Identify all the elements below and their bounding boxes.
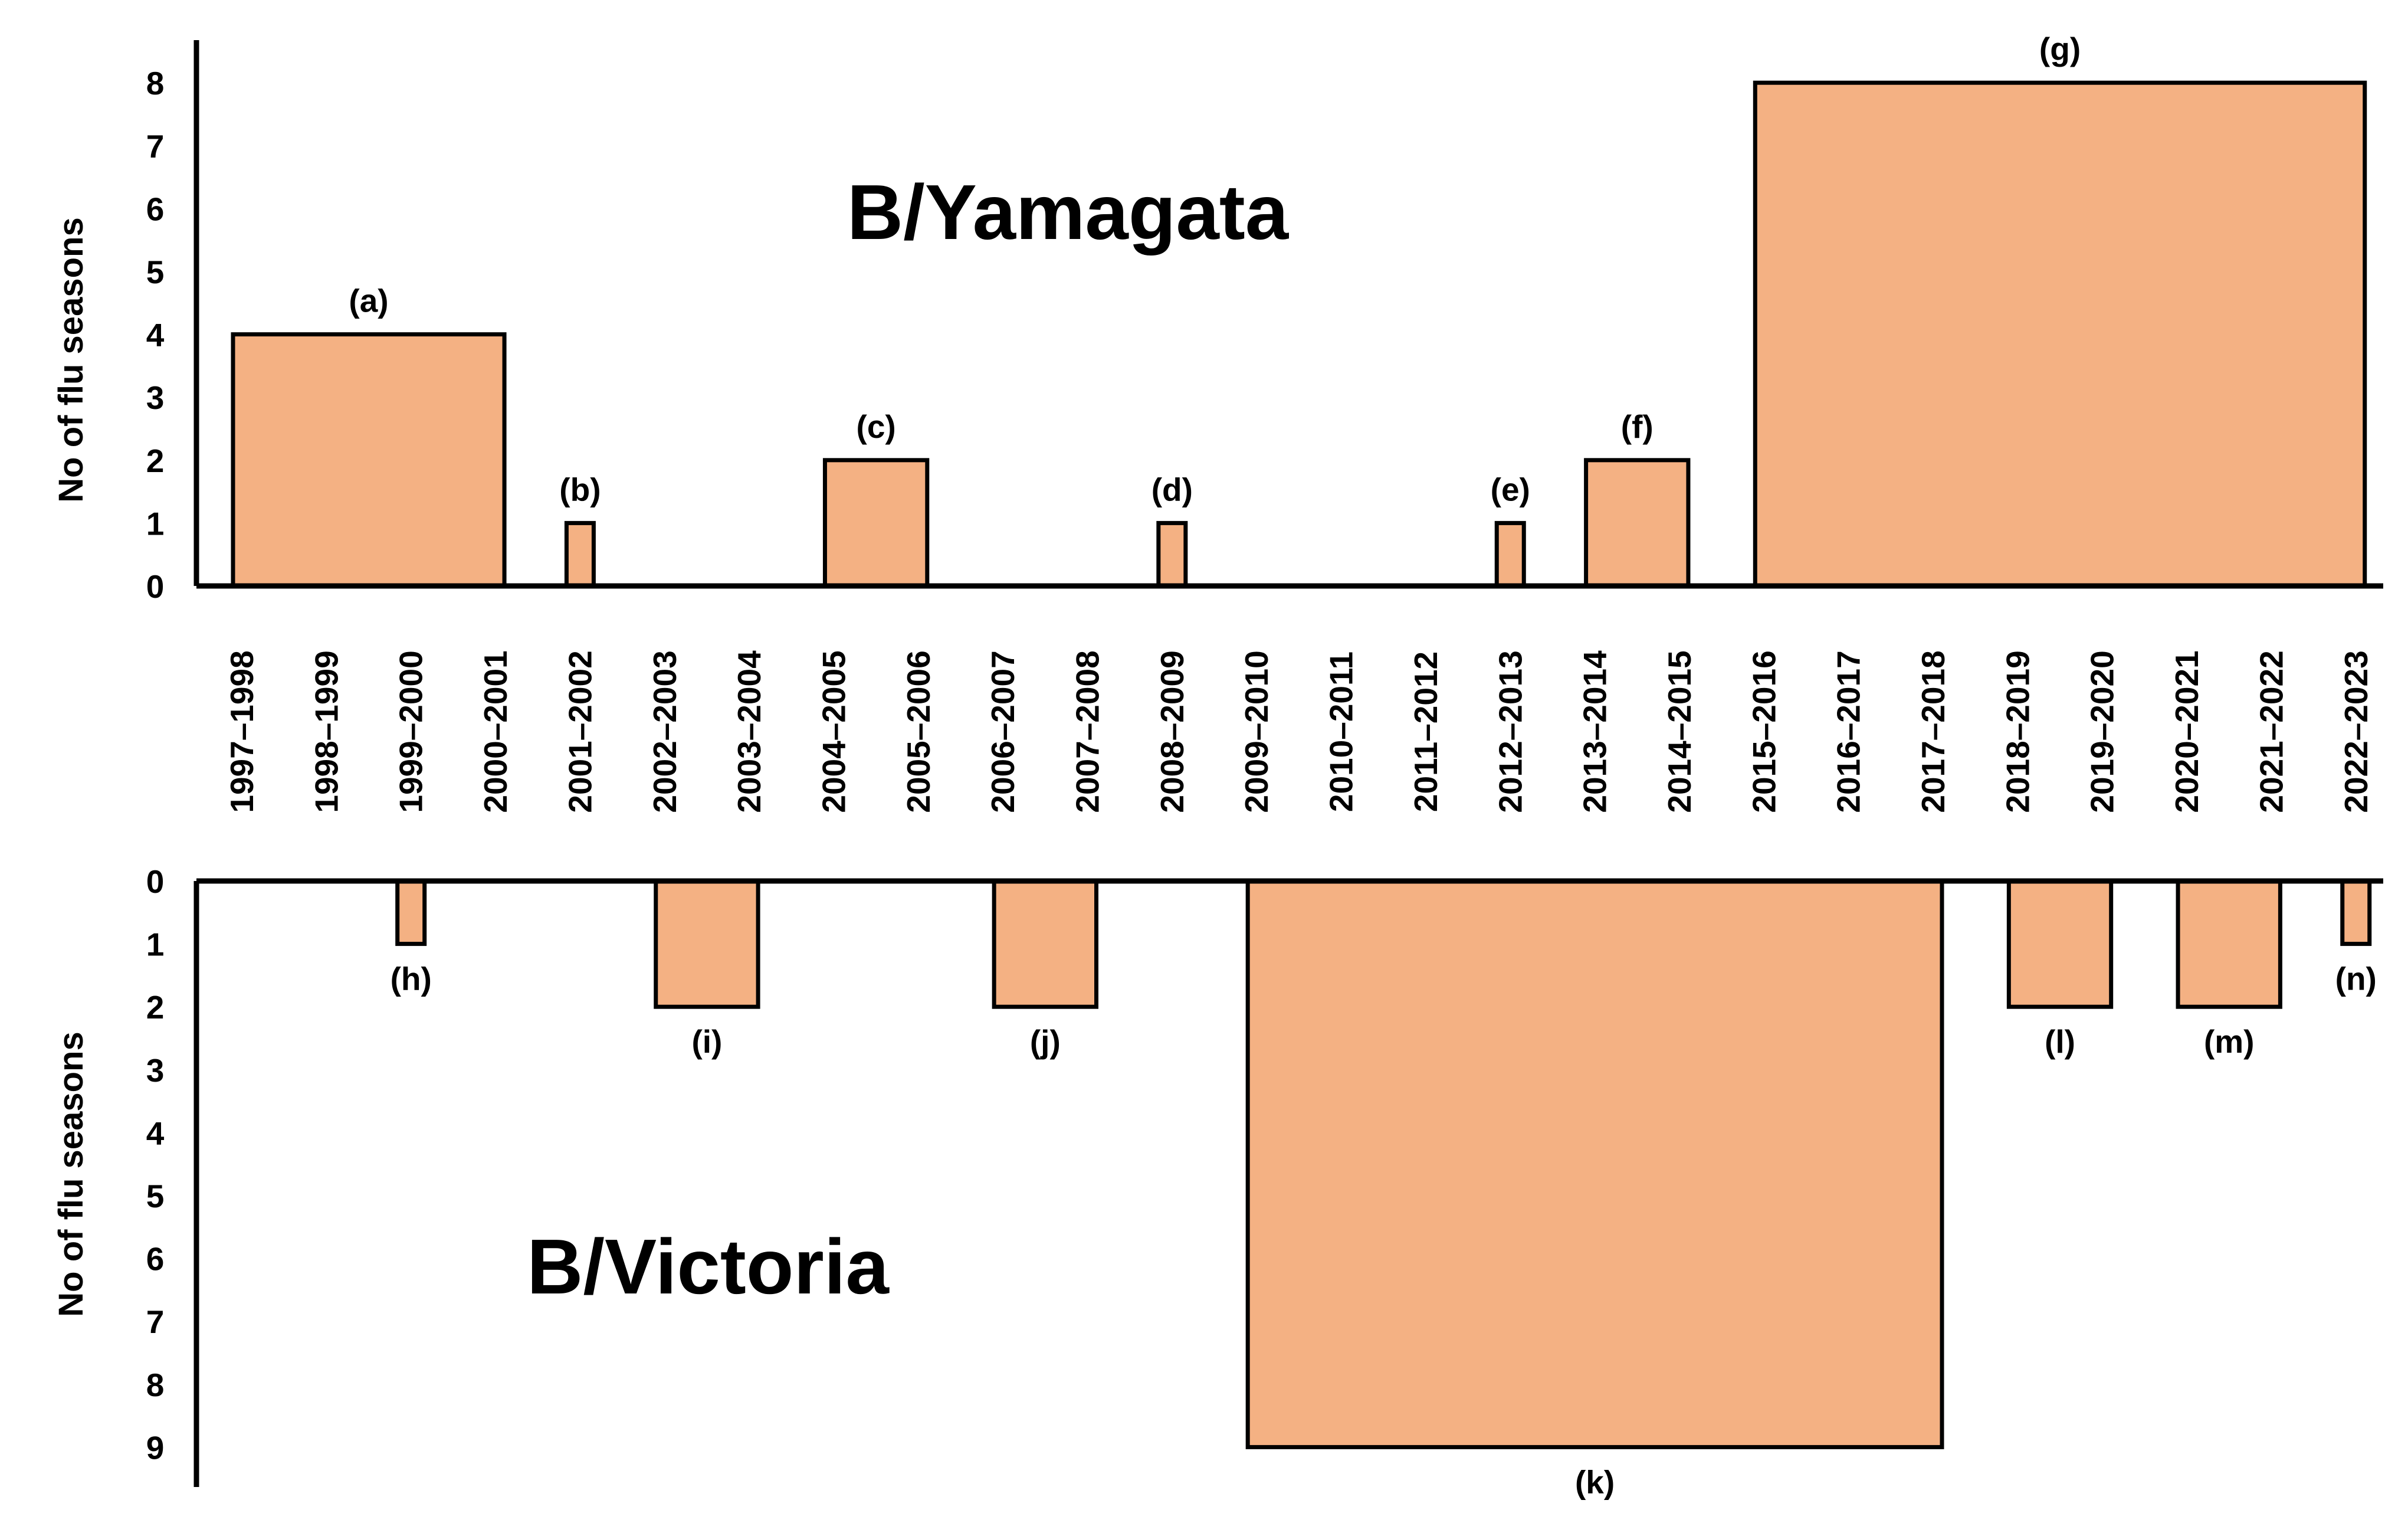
victoria-y-tick-label: 0 [146, 863, 165, 900]
season-label: 2019–2020 [2084, 650, 2121, 813]
season-label: 2015–2016 [1746, 650, 1782, 813]
season-label: 2009–2010 [1238, 650, 1275, 813]
yamagata-bar-label: (c) [857, 408, 896, 445]
victoria-y-tick-label: 2 [146, 989, 165, 1026]
victoria-y-tick-label: 9 [146, 1429, 165, 1466]
yamagata-y-tick-label: 4 [146, 317, 165, 353]
victoria-bars: (h) (i) (j) (k) (l) (m) (n) [391, 879, 2377, 1500]
season-label: 2016–2017 [1830, 650, 1867, 813]
season-label: 2021–2022 [2253, 650, 2289, 813]
season-label: 2002–2003 [647, 650, 683, 813]
yamagata-y-ticks: 0 1 2 3 4 5 6 7 8 [146, 65, 165, 605]
season-label: 2006–2007 [985, 650, 1021, 813]
yamagata-y-tick-label: 2 [146, 443, 165, 479]
victoria-y-ticks: 0 1 2 3 4 5 6 7 8 9 [146, 863, 165, 1466]
victoria-y-tick-label: 1 [146, 926, 165, 963]
season-label: 2022–2023 [2338, 650, 2374, 813]
victoria-bar-label: (k) [1575, 1463, 1615, 1500]
victoria-bar [2006, 879, 2114, 1009]
yamagata-panel: B/Yamagata No of flu seasons (a) (b) (c) (d… [52, 31, 2383, 605]
victoria-y-tick-label: 6 [146, 1241, 165, 1278]
yamagata-y-tick-label: 7 [146, 128, 165, 165]
yamagata-bars: (a) (b) (c) (d) (e) (f) (g) [231, 31, 2367, 588]
victoria-y-tick-label: 7 [146, 1303, 165, 1340]
yamagata-bar-label: (g) [2039, 31, 2081, 67]
season-label: 2001–2002 [562, 650, 598, 813]
season-label: 2005–2006 [900, 650, 937, 813]
season-label: 2020–2021 [2168, 650, 2205, 813]
season-label: 2014–2015 [1661, 650, 1698, 813]
victoria-bar [395, 879, 427, 946]
yamagata-bar-label: (a) [349, 283, 388, 319]
yamagata-y-tick-label: 8 [146, 65, 165, 101]
yamagata-bar [1584, 458, 1691, 588]
victoria-bar [654, 879, 760, 1009]
season-label: 2007–2008 [1070, 650, 1106, 813]
victoria-bar [2340, 879, 2372, 946]
victoria-y-tick-label: 4 [146, 1115, 165, 1151]
victoria-bar-label: (m) [2204, 1023, 2255, 1060]
yamagata-bar-label: (f) [1621, 408, 1654, 445]
yamagata-y-tick-label: 5 [146, 254, 165, 290]
victoria-bar [1245, 879, 1944, 1449]
season-label: 2011–2012 [1408, 651, 1444, 812]
yamagata-y-tick-label: 6 [146, 191, 165, 227]
victoria-bar-label: (n) [2335, 961, 2377, 997]
season-labels: 1997–1998 1998–1999 1999–2000 2000–2001 2001… [224, 650, 2374, 813]
yamagata-bar-label: (b) [559, 471, 601, 507]
season-label: 2012–2013 [1492, 650, 1528, 813]
yamagata-bar [564, 520, 596, 588]
yamagata-y-tick-label: 1 [146, 505, 165, 542]
yamagata-y-tick-label: 3 [146, 379, 165, 416]
season-label: 2000–2001 [477, 650, 514, 813]
victoria-bar [992, 879, 1099, 1009]
season-label: 2010–2011 [1323, 651, 1360, 812]
victoria-bar [2176, 879, 2282, 1009]
victoria-bar-label: (j) [1030, 1023, 1061, 1060]
victoria-bar-label: (i) [691, 1023, 722, 1060]
yamagata-bar-label: (e) [1491, 471, 1530, 507]
victoria-y-tick-label: 8 [146, 1367, 165, 1403]
season-label: 2018–2019 [1999, 650, 2036, 813]
yamagata-bar [1156, 520, 1188, 588]
victoria-title: B/Victoria [527, 1223, 890, 1310]
season-label: 1998–1999 [308, 650, 345, 813]
yamagata-bar [1753, 80, 2367, 588]
yamagata-bar [822, 458, 930, 588]
season-label: 2017–2018 [1915, 650, 1951, 813]
yamagata-bar [1494, 520, 1526, 588]
victoria-bar-label: (h) [391, 961, 432, 997]
yamagata-y-axis-label: No of flu seasons [52, 217, 90, 502]
season-label: 2003–2004 [731, 650, 767, 813]
season-label: 2004–2005 [815, 650, 852, 813]
season-label: 1997–1998 [224, 650, 260, 813]
victoria-y-axis-label: No of flu seasons [52, 1031, 90, 1316]
victoria-panel: B/Victoria No of flu seasons (h) (i) (j) (k… [52, 863, 2383, 1500]
victoria-y-tick-label: 5 [146, 1178, 165, 1214]
yamagata-bar-label: (d) [1151, 471, 1193, 507]
season-label: 2013–2014 [1577, 650, 1613, 813]
season-label: 2008–2009 [1154, 650, 1190, 813]
victoria-y-tick-label: 3 [146, 1052, 165, 1089]
victoria-bar-label: (l) [2045, 1023, 2075, 1060]
yamagata-y-tick-label: 0 [146, 568, 165, 605]
season-label: 1999–2000 [393, 650, 429, 813]
yamagata-title: B/Yamagata [847, 169, 1290, 256]
yamagata-bar [231, 332, 507, 588]
